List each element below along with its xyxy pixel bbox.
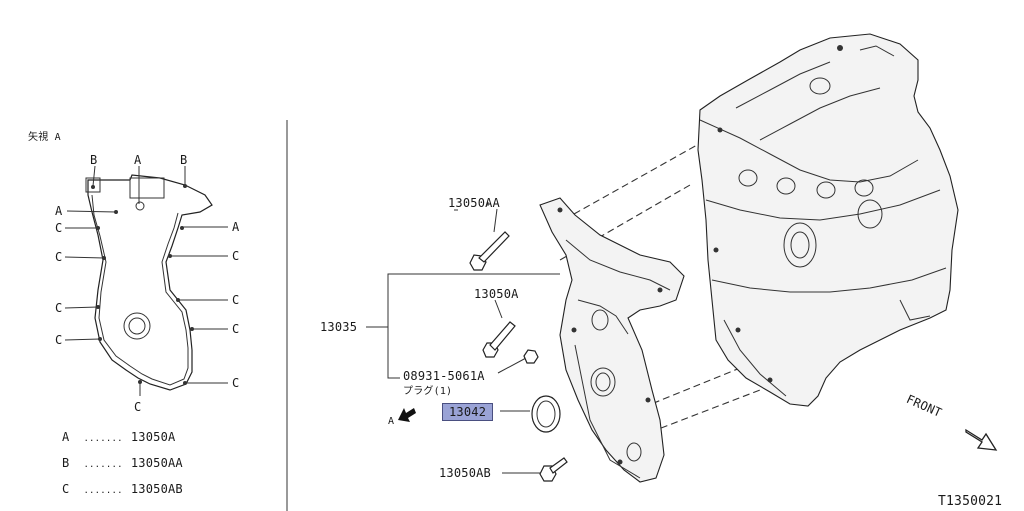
- legend-key: B: [62, 456, 70, 470]
- inset-callout-a-right: A: [232, 220, 240, 234]
- label-13050aa[interactable]: 13050AA: [448, 196, 500, 210]
- label-13035[interactable]: 13035: [320, 320, 358, 334]
- diagram-id: T1350021: [938, 494, 1003, 509]
- plug-08931-5061a: [523, 349, 539, 364]
- bolt-13050ab: [539, 457, 568, 482]
- inset-callout-c-left-1: C: [55, 221, 63, 235]
- inset-callout-c-left-2: C: [55, 250, 63, 264]
- inset-callout-c-right-3: C: [232, 322, 240, 336]
- inset-callout-c-right-1: C: [232, 249, 240, 263]
- inset-legend: A ....... 13050A B ....... 13050AA C ...…: [62, 430, 183, 508]
- legend-key: A: [62, 430, 70, 444]
- inset-view-title: 矢視 A: [28, 132, 61, 143]
- inset-cover-outline: [85, 174, 213, 391]
- legend-row: A ....... 13050A: [62, 430, 183, 456]
- inset-callout-a-top: A: [134, 153, 142, 167]
- label-plug-part[interactable]: 08931-5061A: [403, 369, 485, 383]
- legend-part: 13050A: [130, 430, 176, 444]
- label-13050a[interactable]: 13050A: [474, 287, 519, 301]
- legend-key: C: [62, 482, 70, 496]
- view-arrow-label: A: [388, 416, 395, 427]
- legend-part: 13050AA: [130, 456, 183, 470]
- legend-dots: .......: [83, 460, 123, 470]
- oil-seal-13042: [531, 395, 561, 433]
- bolt-13050aa: [469, 231, 510, 271]
- inset-callout-c-left-4: C: [55, 333, 63, 347]
- legend-part: 13050AB: [130, 482, 183, 496]
- label-plug-name: プラグ(1): [403, 386, 453, 397]
- inset-callout-c-bottom: C: [134, 400, 142, 414]
- label-13050ab[interactable]: 13050AB: [439, 466, 491, 480]
- inset-callout-c-right-2: C: [232, 293, 240, 307]
- main-leaders: [366, 202, 560, 474]
- inset-callout-c-right-4: C: [232, 376, 240, 390]
- inset-callout-b-left: B: [90, 153, 98, 167]
- view-arrow-a: [398, 408, 416, 422]
- legend-row: B ....... 13050AA: [62, 456, 183, 482]
- label-13042[interactable]: 13042: [442, 403, 494, 421]
- legend-dots: .......: [83, 434, 123, 444]
- legend-row: C ....... 13050AB: [62, 482, 183, 508]
- bolt-13050a: [482, 321, 516, 358]
- engine-assembly: [697, 33, 959, 407]
- inset-callout-b-right: B: [180, 153, 188, 167]
- front-cover-13035: [539, 197, 685, 483]
- inset-callout-c-left-3: C: [55, 301, 63, 315]
- inset-callout-a-left: A: [55, 204, 63, 218]
- legend-dots: .......: [83, 486, 123, 496]
- inset-leaders: [64, 165, 228, 396]
- front-arrow: [965, 428, 998, 451]
